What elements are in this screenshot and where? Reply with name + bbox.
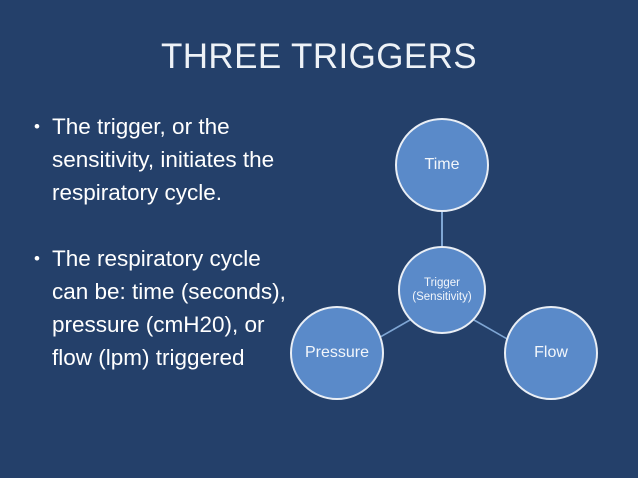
bullet-text-1: The trigger, or the sensitivity, initiat…	[52, 114, 275, 205]
body-text-block: • The trigger, or the sensitivity, initi…	[28, 110, 300, 374]
list-item: • The trigger, or the sensitivity, initi…	[28, 110, 300, 209]
page-title: THREE TRIGGERS	[160, 37, 478, 76]
bullet-text-2: The respiratory cycle can be: time (seco…	[52, 246, 286, 370]
diagram-node-trigger-line2: (Sensitivity)	[412, 291, 472, 303]
bullet-marker-icon: •	[34, 249, 40, 268]
radial-diagram: Time Trigger (Sensitivity) Pressure Flow	[282, 108, 622, 408]
diagram-node-trigger-line1: Trigger	[424, 277, 460, 289]
diagram-node-time-label: Time	[424, 156, 460, 173]
diagram-node-pressure[interactable]: Pressure	[290, 306, 384, 400]
diagram-node-trigger-label: Trigger (Sensitivity)	[406, 276, 477, 304]
diagram-node-flow[interactable]: Flow	[504, 306, 598, 400]
diagram-node-pressure-label: Pressure	[304, 344, 370, 361]
bullet-marker-icon: •	[34, 117, 40, 136]
list-item: • The respiratory cycle can be: time (se…	[28, 242, 300, 374]
diagram-node-trigger[interactable]: Trigger (Sensitivity)	[398, 246, 486, 334]
diagram-node-flow-label: Flow	[534, 344, 568, 361]
diagram-node-time[interactable]: Time	[395, 118, 489, 212]
